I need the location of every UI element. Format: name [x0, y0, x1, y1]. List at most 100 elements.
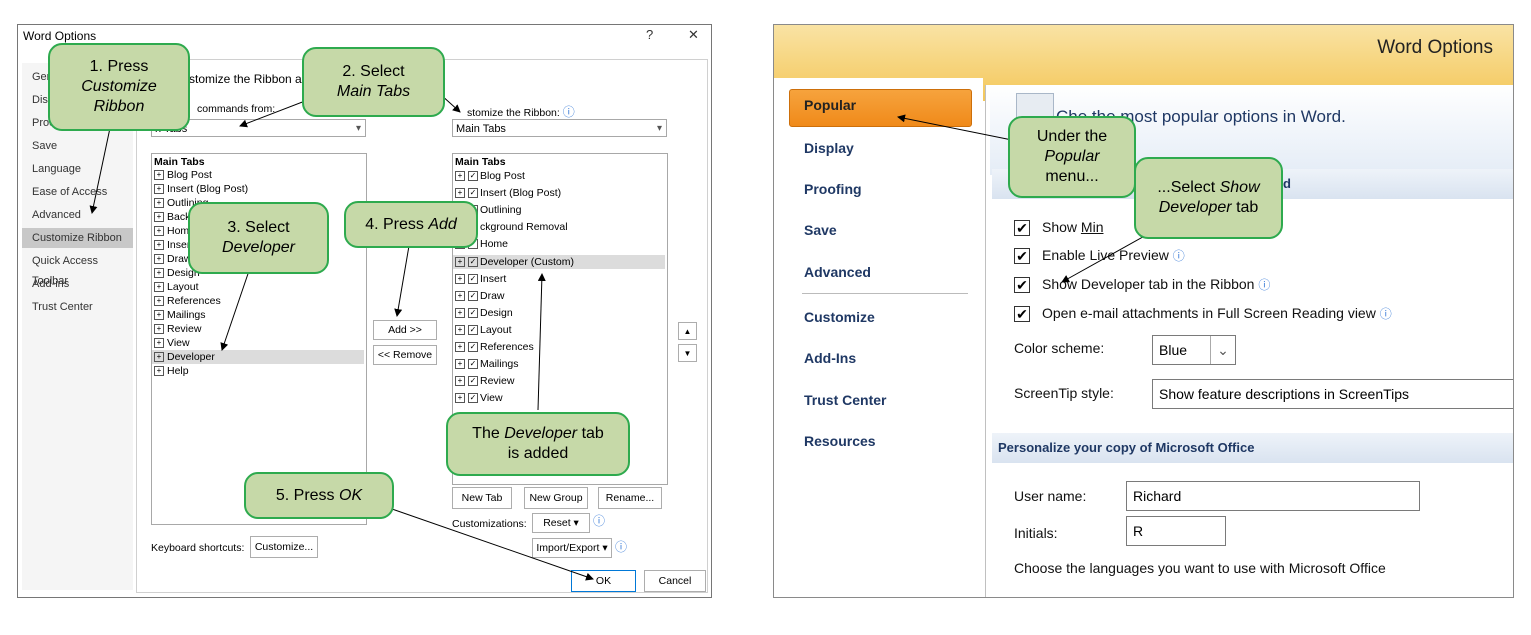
dialog-title: Word Options [1377, 37, 1493, 58]
list-item[interactable]: +✓Review [455, 374, 514, 388]
nav-resources[interactable]: Resources [804, 433, 876, 449]
callout-step-3: 3. Select Developer [188, 202, 329, 274]
list-item[interactable]: +✓Draw [455, 289, 505, 303]
list-header: Main Tabs [455, 156, 506, 168]
list-item[interactable]: +Review [154, 322, 201, 336]
nav-popular-highlight [789, 89, 972, 127]
list-item[interactable]: +✓Mailings [455, 357, 519, 371]
help-icon[interactable]: ? [646, 27, 654, 42]
nav-save[interactable]: Save [804, 222, 837, 238]
callout-step-4: 4. Press Add [344, 201, 478, 248]
nav-advanced[interactable]: Advanced [32, 209, 81, 221]
list-item[interactable]: +✓Layout [455, 323, 512, 337]
callout-under-popular: Under the Popular menu... [1008, 116, 1136, 198]
chevron-down-icon[interactable]: ⌄ [1210, 336, 1235, 364]
list-item-developer-selected[interactable]: +Developer [152, 350, 364, 364]
nav-divider [802, 293, 968, 294]
nav-popular[interactable]: Popular [804, 97, 857, 113]
list-header: Main Tabs [154, 156, 205, 168]
list-item[interactable]: +Hom [154, 224, 189, 238]
list-item-developer-custom[interactable]: +✓Developer (Custom) [453, 255, 665, 269]
nav-add-ins[interactable]: Add-ins [32, 278, 70, 290]
add-button[interactable]: Add >> [373, 320, 437, 340]
list-item[interactable]: +✓Blog Post [455, 169, 525, 183]
open-email-checkbox[interactable]: ✔ [1014, 306, 1030, 322]
initials-input[interactable]: R [1126, 516, 1226, 546]
arrow-3 [220, 261, 253, 351]
live-preview-label: Enable Live Preview ⓘ [1042, 247, 1185, 263]
new-tab-button[interactable]: New Tab [452, 487, 512, 509]
nav-customize-ribbon[interactable]: Customize Ribbon [22, 228, 133, 248]
mini-toolbar-checkbox[interactable]: ✔ [1014, 220, 1030, 236]
show-developer-tab-label: Show Developer tab in the Ribbon ⓘ [1042, 276, 1271, 292]
move-down-button[interactable]: ▼ [678, 344, 697, 362]
nav-proofing[interactable]: Proofing [804, 181, 862, 197]
color-scheme-label: Color scheme: [1014, 340, 1105, 356]
arrow-4 [394, 239, 411, 317]
nav-general[interactable]: Gen [32, 71, 53, 83]
list-item[interactable]: +✓References [455, 340, 534, 354]
color-scheme-dropdown[interactable]: Blue ⌄ [1152, 335, 1236, 365]
info-icon: ⓘ [1379, 307, 1392, 321]
info-icon: ⓘ [1258, 278, 1271, 292]
callout-step-1: 1. Press Customize Ribbon [48, 43, 190, 131]
cancel-button[interactable]: Cancel [644, 570, 706, 592]
nav-add-ins[interactable]: Add-Ins [804, 350, 857, 366]
rename-button[interactable]: Rename... [598, 487, 662, 509]
remove-button[interactable]: << Remove [373, 345, 437, 365]
info-icon: ⓘ [593, 514, 606, 528]
list-item[interactable]: +Insert (Blog Post) [154, 182, 248, 196]
user-name-label: User name: [1014, 488, 1087, 504]
list-item[interactable]: +✓Design [455, 306, 513, 320]
show-developer-tab-checkbox[interactable]: ✔ [1014, 277, 1030, 293]
nav-trust-center[interactable]: Trust Center [32, 301, 93, 313]
word-options-dialog-2016: Word Options ? ✕ Gen Disp Proo Save Lang… [17, 24, 712, 598]
screentip-style-dropdown[interactable]: Show feature descriptions in ScreenTips [1152, 379, 1513, 409]
info-icon: ⓘ [1172, 249, 1185, 263]
list-item[interactable]: +Inser [154, 238, 190, 252]
nav-quick-access-toolbar[interactable]: Quick Access Toolbar [32, 255, 99, 287]
callout-developer-added: The Developer tab is added [446, 412, 630, 476]
user-name-input[interactable]: Richard [1126, 481, 1420, 511]
customize-shortcuts-button[interactable]: Customize... [250, 536, 318, 558]
reset-button[interactable]: Reset ▾ [532, 513, 590, 533]
nav-language[interactable]: Language [32, 163, 81, 175]
color-scheme-value: Blue [1159, 342, 1188, 358]
list-item[interactable]: +Draw [154, 252, 192, 266]
new-group-button[interactable]: New Group [524, 487, 588, 509]
customizations-label: Customizations: [452, 518, 527, 530]
list-item[interactable]: +Help [154, 364, 189, 378]
list-item[interactable]: +✓View [455, 391, 503, 405]
import-export-button[interactable]: Import/Export ▾ [532, 538, 612, 558]
arrow-6 [537, 273, 546, 411]
callout-step-5: 5. Press OK [244, 472, 394, 519]
nav-customize[interactable]: Customize [804, 309, 875, 325]
open-email-label: Open e-mail attachments in Full Screen R… [1042, 305, 1392, 321]
pane-heading: stomize the Ribbon an [189, 72, 309, 86]
callout-step-2: 2. Select Main Tabs [302, 47, 445, 117]
arrow-5 [391, 508, 594, 581]
screentip-style-label: ScreenTip style: [1014, 385, 1114, 401]
nav-trust-center[interactable]: Trust Center [804, 392, 887, 408]
customize-ribbon-pane: stomize the Ribbon an commands from: n T… [136, 59, 708, 593]
dialog-title: Word Options [23, 29, 97, 43]
live-preview-checkbox[interactable]: ✔ [1014, 248, 1030, 264]
nav-ease-of-access[interactable]: Ease of Access [32, 186, 108, 198]
nav-save[interactable]: Save [32, 140, 58, 152]
list-item[interactable]: +View [154, 336, 190, 350]
close-icon[interactable]: ✕ [688, 27, 699, 42]
nav-display[interactable]: Display [804, 140, 854, 156]
list-item[interactable]: +Blog Post [154, 168, 212, 182]
list-item[interactable]: +Mailings [154, 308, 206, 322]
customize-ribbon-value: Main Tabs [456, 123, 506, 135]
list-item[interactable]: +✓Insert [455, 272, 506, 286]
list-item[interactable]: +Layout [154, 280, 199, 294]
move-up-button[interactable]: ▲ [678, 322, 697, 340]
arrow-7 [897, 114, 1013, 141]
list-item[interactable]: +✓Insert (Blog Post) [455, 186, 561, 200]
list-item[interactable]: +References [154, 294, 221, 308]
customize-ribbon-dropdown[interactable]: Main Tabs [452, 119, 667, 138]
options-nav: Gen Disp Proo Save Language Ease of Acce… [22, 63, 133, 590]
nav-advanced[interactable]: Advanced [804, 264, 871, 280]
